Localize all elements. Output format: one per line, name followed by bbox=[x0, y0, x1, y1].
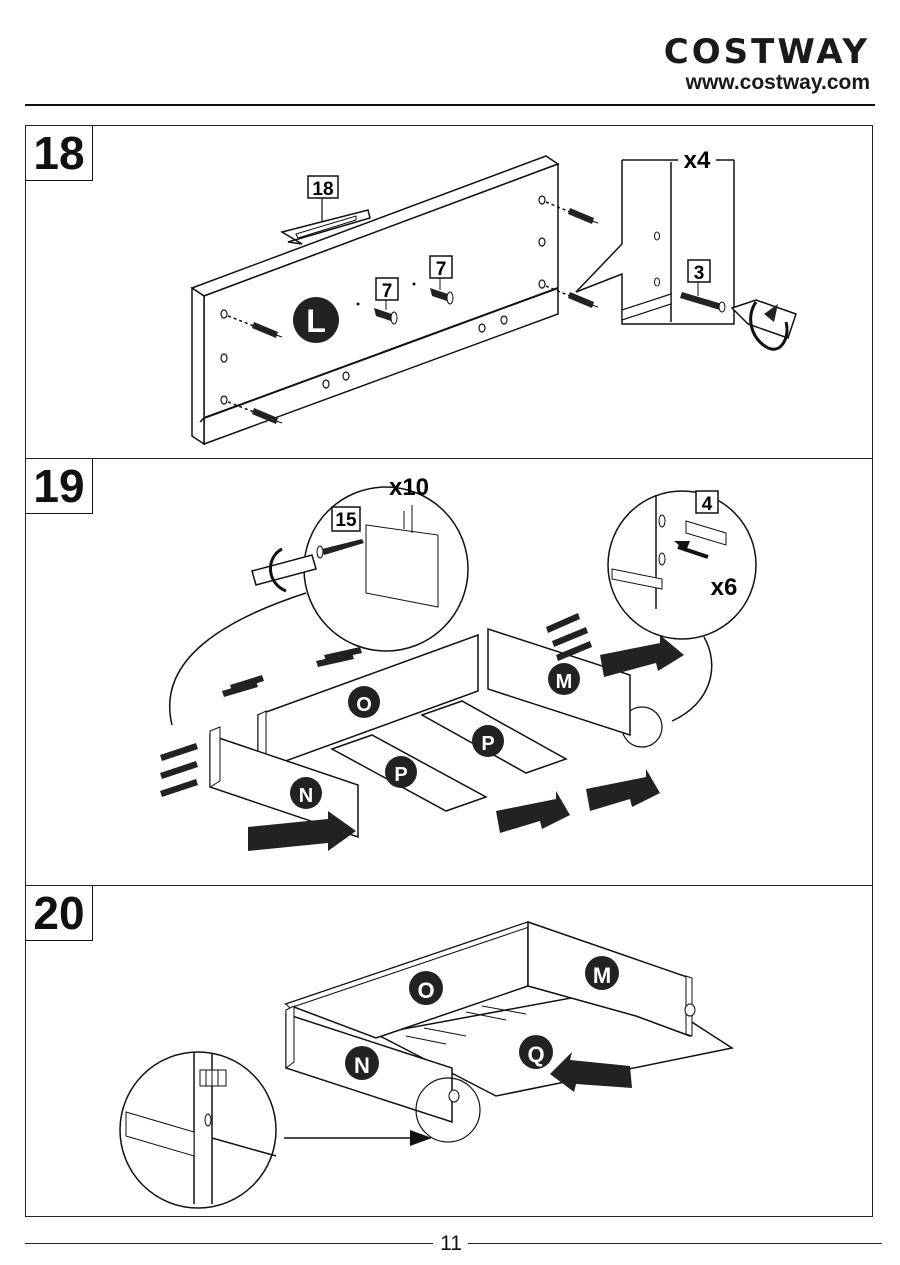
multiplier-x10: x10 bbox=[389, 474, 429, 501]
step-18-illustration: L 18 7 7 x4 3 bbox=[26, 126, 874, 460]
panel-label-L: L bbox=[306, 303, 326, 339]
part-callout-15: 15 bbox=[335, 510, 357, 531]
part-callout-7b: 7 bbox=[436, 259, 447, 280]
brand-block: COSTWAY www.costway.com bbox=[664, 34, 870, 94]
multiplier-x6: x6 bbox=[711, 574, 738, 601]
part-callout-7a: 7 bbox=[382, 281, 393, 302]
panel-label-Q: Q bbox=[527, 1042, 544, 1067]
step-20-panel: 20 O M N Q bbox=[25, 885, 873, 1217]
panel-label-P1: P bbox=[481, 733, 494, 755]
panel-label-M: M bbox=[593, 963, 611, 988]
brand-website: www.costway.com bbox=[664, 72, 870, 94]
panel-label-O: O bbox=[356, 694, 372, 716]
brand-logo: COSTWAY bbox=[664, 34, 870, 70]
panel-label-M: M bbox=[556, 671, 573, 693]
panel-label-O: O bbox=[417, 978, 434, 1003]
panel-label-N: N bbox=[299, 785, 313, 807]
multiplier-x4: x4 bbox=[684, 147, 711, 174]
step-19-illustration: x10 15 4 x6 O M bbox=[26, 459, 874, 887]
step-19-panel: 19 x10 15 4 x6 O bbox=[25, 458, 873, 886]
step-18-panel: 18 bbox=[25, 125, 873, 459]
part-callout-4: 4 bbox=[702, 494, 713, 515]
header-rule bbox=[25, 104, 875, 106]
panel-label-N: N bbox=[354, 1053, 370, 1078]
page-number: 11 bbox=[436, 1232, 466, 1256]
part-callout-18: 18 bbox=[312, 179, 333, 200]
footer-rule-right bbox=[468, 1243, 882, 1244]
panel-label-P2: P bbox=[394, 764, 407, 786]
footer-rule-left bbox=[25, 1243, 433, 1244]
part-callout-3: 3 bbox=[694, 263, 705, 284]
step-20-illustration: O M N Q bbox=[26, 886, 874, 1218]
